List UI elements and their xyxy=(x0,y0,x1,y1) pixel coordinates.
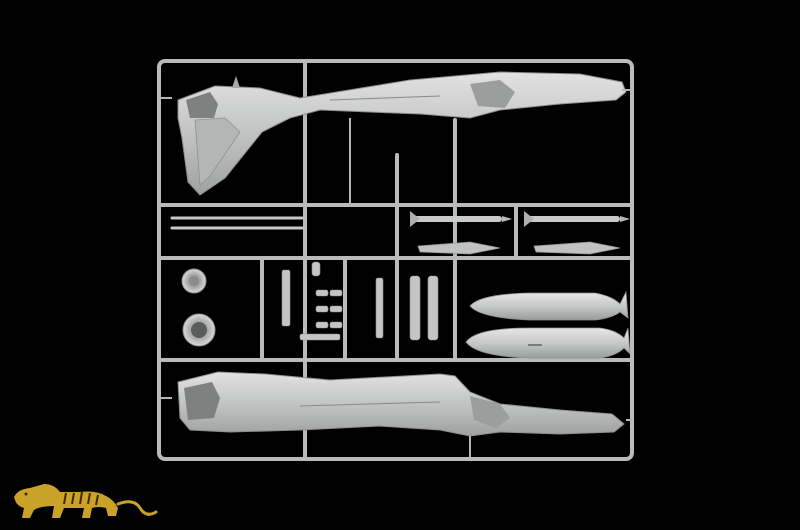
small-parts xyxy=(281,261,439,341)
tiger-logo xyxy=(14,484,158,518)
lower-intake xyxy=(470,396,510,428)
upper-panel-line xyxy=(329,95,441,101)
missile-right-fins xyxy=(524,211,534,227)
fuselage-half-lower xyxy=(177,371,625,437)
upper-tail-fin xyxy=(194,117,241,186)
tiger-eye xyxy=(24,492,28,496)
missile-left xyxy=(410,211,512,255)
tiger-body-shape xyxy=(14,484,118,518)
fuselage-half-upper xyxy=(177,71,627,196)
gates xyxy=(160,89,632,457)
drop-tank-upper-body xyxy=(469,290,629,321)
tiger-tail xyxy=(116,500,158,516)
small-part-2 xyxy=(315,289,329,297)
small-part-1 xyxy=(311,261,321,277)
small-part-8 xyxy=(299,333,341,341)
missile-left-body xyxy=(410,216,502,222)
missile-left-fins xyxy=(410,211,420,227)
upper-intake xyxy=(470,80,515,108)
small-part-3 xyxy=(315,305,329,313)
strut-4 xyxy=(427,275,439,341)
small-part-6 xyxy=(329,305,343,313)
pylon-right xyxy=(533,241,621,255)
small-part-7 xyxy=(329,321,343,329)
strut-1 xyxy=(281,269,291,327)
upper-fuselage-body xyxy=(177,71,627,196)
lower-fuselage-body xyxy=(177,371,625,437)
missile-right-body xyxy=(524,216,620,222)
drop-tank-upper xyxy=(469,290,629,321)
tiger-stripes xyxy=(63,491,99,506)
upper-exhaust-detail xyxy=(186,92,218,118)
round-parts xyxy=(181,268,216,347)
strut-2 xyxy=(375,277,384,339)
exhaust-ring-center xyxy=(191,322,207,338)
small-part-4 xyxy=(315,321,329,329)
missile-right-nose xyxy=(620,216,630,222)
lower-panel-line xyxy=(299,401,441,407)
outer-runner xyxy=(157,59,634,461)
missile-right xyxy=(524,211,630,255)
lower-exhaust-detail xyxy=(184,382,220,420)
rod-parts xyxy=(170,216,304,230)
drop-tank-lower xyxy=(465,327,631,359)
missile-left-nose xyxy=(502,216,512,222)
wheel-hub xyxy=(189,276,199,286)
drop-tank-lower-marking xyxy=(528,344,542,346)
strut-3 xyxy=(409,275,421,341)
drop-tank-lower-body xyxy=(465,327,631,359)
pylon-left xyxy=(417,241,501,255)
upper-antenna xyxy=(232,76,240,88)
small-part-5 xyxy=(329,289,343,297)
